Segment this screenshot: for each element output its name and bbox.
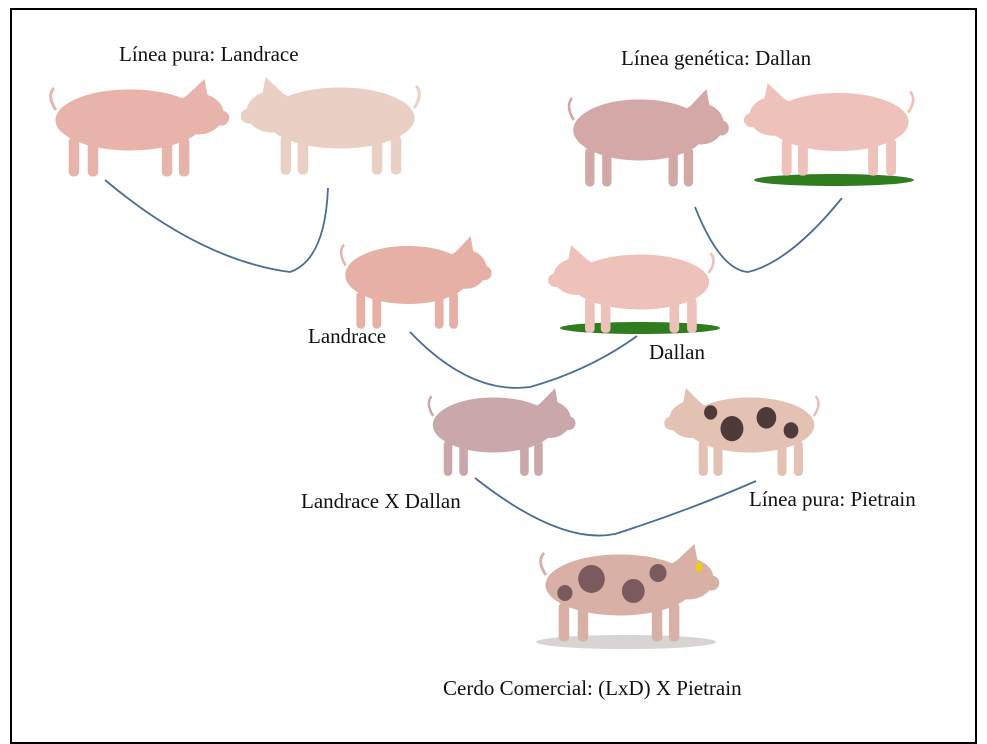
connector-landrace-dallan [410, 332, 637, 388]
label-landrace-pure-line: Línea pura: Landrace [119, 44, 299, 65]
pig-landrace-middle [341, 237, 491, 328]
label-dallan: Dallan [649, 342, 705, 363]
label-pietrain-pure-line: Línea pura: Pietrain [749, 489, 916, 510]
label-dallan-genetic-line: Línea genética: Dallan [621, 48, 811, 69]
pig-landrace-1 [51, 80, 229, 176]
connector-dallan-parents [695, 198, 842, 272]
pig-landrace-x-dallan [429, 389, 575, 475]
label-commercial-pig: Cerdo Comercial: (LxD) X Pietrain [443, 678, 742, 699]
grass-dallan-2 [754, 174, 914, 186]
pig-dallan-middle [548, 246, 713, 332]
pig-commercial [541, 545, 719, 641]
pig-landrace-2 [241, 78, 419, 174]
connector-cross-pietrain [475, 478, 756, 536]
connector-landrace-parents [105, 180, 328, 272]
pig-dallan-2 [744, 84, 913, 175]
label-landrace-x-dallan: Landrace X Dallan [301, 491, 461, 512]
pig-pietrain [665, 389, 819, 475]
pig-dallan-1 [569, 90, 728, 186]
label-landrace: Landrace [308, 326, 386, 347]
